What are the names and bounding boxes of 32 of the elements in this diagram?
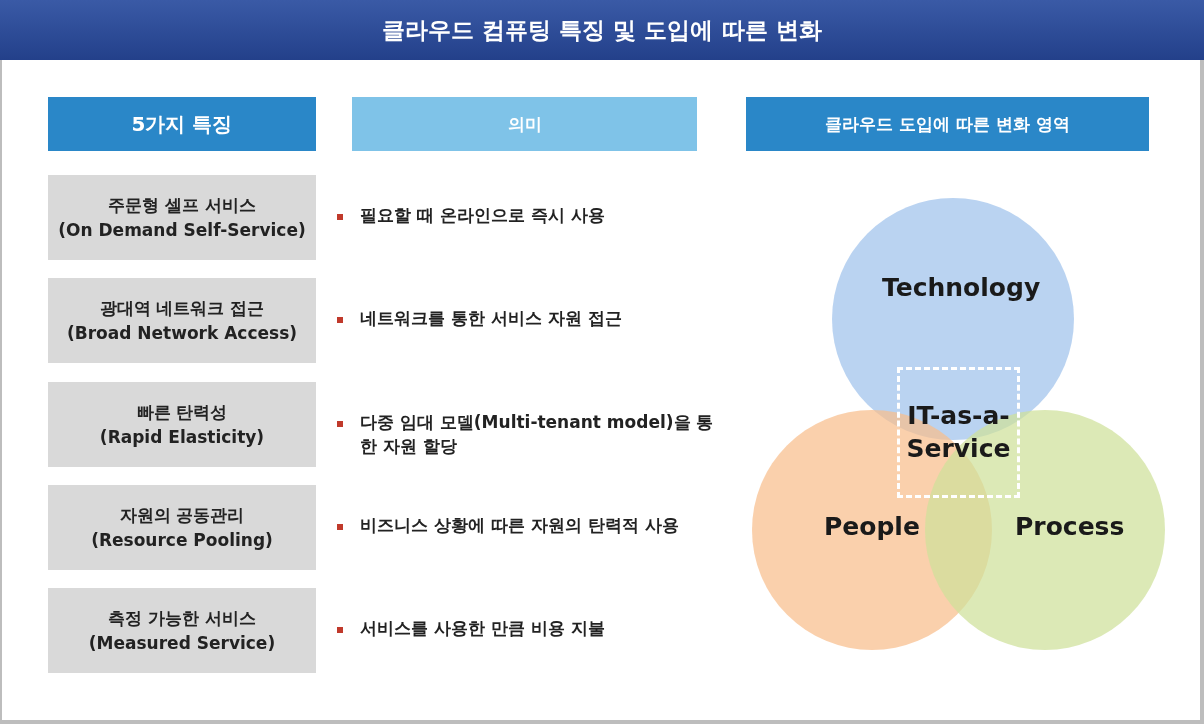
feature-text: 측정 가능한 서비스 <box>108 606 256 630</box>
header-box <box>48 97 316 151</box>
header-box <box>352 97 697 151</box>
feature-text: (Broad Network Access) <box>66 321 298 345</box>
bullet-text: 다중 임대 모델(Multi-tenant model)을 통한 자원 할당 <box>360 411 715 458</box>
feature-text: (Resource Pooling) <box>91 528 273 552</box>
overlap-label: IT-as-a-Service <box>905 400 1012 465</box>
header-text: 5가지 특징 <box>131 110 233 138</box>
bullet-text: 네트워크를 통한 서비스 자원 접근 <box>360 307 623 330</box>
header-text: 의미 <box>507 112 542 136</box>
circle-label: Process <box>1015 512 1125 541</box>
header-box <box>746 97 1149 151</box>
feature-text: (Rapid Elasticity) <box>99 425 265 449</box>
feature-text: (On Demand Self-Service) <box>58 218 306 242</box>
bullet-text: 비즈니스 상황에 따른 자원의 탄력적 사용 <box>360 514 680 537</box>
header-text: 클라우드 도입에 따른 변화 영역 <box>825 112 1070 136</box>
circle-label: Technology <box>882 273 1041 302</box>
feature-text: 주문형 셀프 서비스 <box>108 193 256 217</box>
feature-box <box>48 278 316 363</box>
feature-box <box>48 588 316 673</box>
feature-text: 자원의 공동관리 <box>119 503 245 527</box>
dashed-box <box>897 367 1020 498</box>
feature-box <box>48 175 316 260</box>
feature-text: 광대역 네트워크 접근 <box>99 296 265 320</box>
feature-text: 빠른 탄력성 <box>136 400 228 424</box>
bullet-text: 필요할 때 온라인으로 즉시 사용 <box>360 204 606 227</box>
bullet-text: 서비스를 사용한 만큼 비용 지불 <box>360 617 606 640</box>
feature-box <box>48 485 316 570</box>
title-bar: 클라우드 컴퓨팅 특징 및 도입에 따른 변화 <box>0 0 1204 60</box>
feature-box <box>48 382 316 467</box>
circle-label: People <box>824 512 920 541</box>
feature-text: (Measured Service) <box>88 631 276 655</box>
